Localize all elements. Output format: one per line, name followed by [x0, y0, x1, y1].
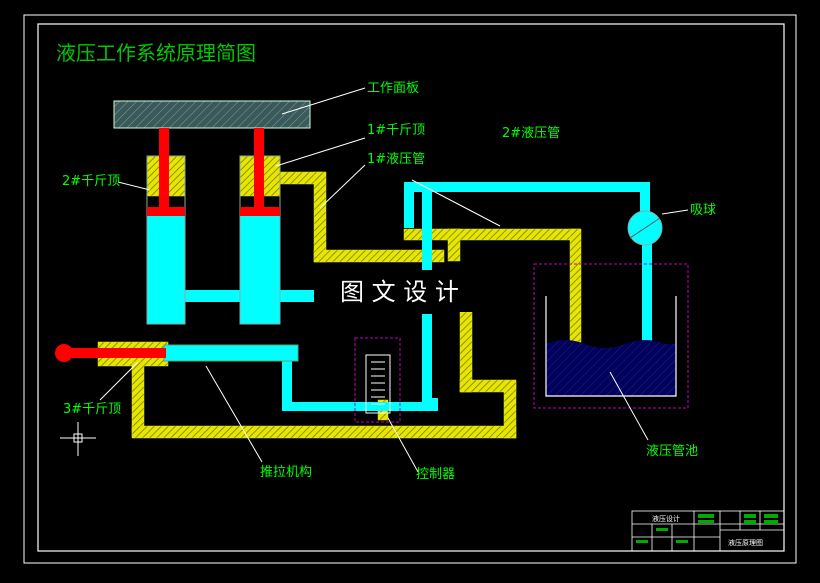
label-work-panel: 工作面板	[367, 81, 419, 96]
label-tank: 液压管池	[646, 444, 698, 459]
leader-lines	[99, 87, 689, 473]
title-block-cell-a: 液压设计	[652, 514, 680, 523]
title-block	[631, 510, 785, 552]
jack1-chamber	[240, 216, 280, 324]
label-push-pull: 推拉机构	[260, 465, 312, 480]
label-jack1: 1#千斤顶	[367, 123, 425, 138]
tank-fluid	[546, 340, 676, 396]
tank-wall	[545, 296, 677, 397]
jack1-rod	[254, 128, 264, 210]
jack1-piston	[240, 207, 280, 216]
pistons	[55, 128, 280, 362]
return-pipes	[97, 155, 582, 439]
crosshair-icon	[60, 422, 96, 456]
jack3-knob	[55, 344, 73, 362]
diagram-title: 液压工作系统原理简图	[56, 41, 256, 65]
work-panel	[113, 100, 311, 129]
watermark-bg	[322, 270, 498, 312]
pressure-fluid	[147, 182, 652, 411]
label-pipe2: 2#液压管	[502, 126, 560, 141]
title-block-cell-b: 液压原理图	[728, 538, 763, 547]
label-jack2: 2#千斤顶	[62, 174, 120, 189]
controller-slots	[371, 361, 385, 405]
controller-boundary	[354, 337, 401, 423]
jack2-rod	[159, 128, 169, 210]
controller-body	[365, 354, 391, 414]
label-jack3: 3#千斤顶	[63, 402, 121, 417]
inner-frame	[37, 23, 785, 552]
label-controller: 控制器	[416, 467, 455, 482]
label-suction-ball: 吸球	[690, 203, 716, 218]
jack2-piston	[147, 207, 185, 216]
watermark-text: 图 文 设 计	[340, 278, 459, 306]
jack2-chamber	[147, 216, 185, 324]
jack3-cylinder	[164, 345, 298, 361]
tank-boundary	[533, 263, 689, 409]
outer-frame	[23, 14, 797, 564]
jack3-rod	[70, 348, 166, 358]
label-pipe1: 1#液压管	[367, 152, 425, 167]
pipe2-top	[404, 182, 650, 192]
